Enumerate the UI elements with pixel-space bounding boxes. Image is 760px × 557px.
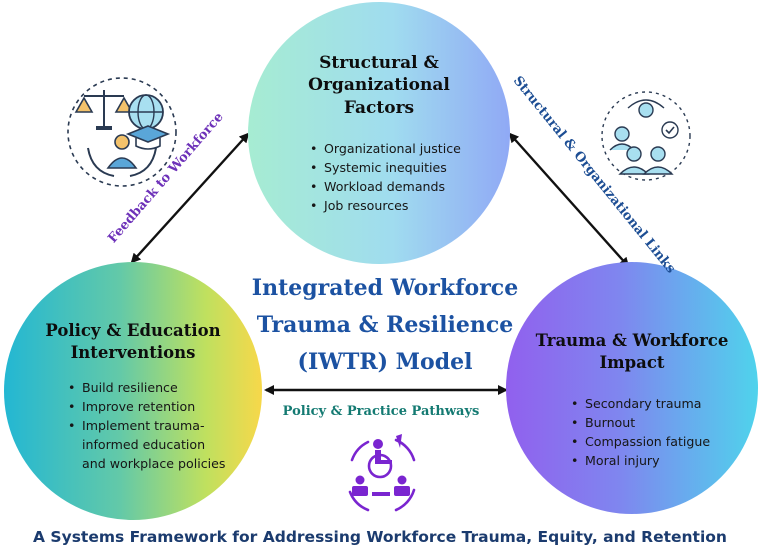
- node-title: Trauma & Workforce Impact: [535, 331, 729, 372]
- list-item: Secondary trauma: [571, 394, 721, 413]
- model-title-line: Integrated Workforce: [251, 275, 519, 301]
- node-bullet-list: Organizational justice Systemic inequiti…: [310, 139, 470, 215]
- model-title-line: (IWTR) Model: [297, 349, 473, 375]
- model-title: Integrated Workforce Trauma & Resilience…: [232, 270, 538, 381]
- list-item: Workload demands: [310, 177, 470, 196]
- list-item: Improve retention: [68, 397, 228, 416]
- list-item: Compassion fatigue: [571, 432, 721, 451]
- list-item: Systemic inequities: [310, 158, 470, 177]
- node-title: Structural & Organizational Factors: [308, 53, 450, 118]
- accessibility-teamwork-icon: [348, 434, 416, 512]
- list-item: Build resilience: [68, 378, 228, 397]
- model-title-line: Trauma & Resilience: [256, 312, 514, 338]
- list-item: Implement trauma-informed education and …: [68, 416, 228, 473]
- list-item: Moral injury: [571, 451, 721, 470]
- team-collaboration-icon: [601, 91, 691, 181]
- arrow-feedback: [130, 132, 250, 264]
- list-item: Job resources: [310, 196, 470, 215]
- node-bullet-list: Secondary trauma Burnout Compassion fati…: [571, 394, 721, 470]
- node-policy-education: Policy & Education Interventions Build r…: [4, 262, 262, 520]
- node-structural-factors: Structural & Organizational Factors Orga…: [248, 2, 510, 264]
- edge-label-pathways: Policy & Practice Pathways: [282, 404, 480, 419]
- justice-education-icon: [67, 77, 177, 187]
- node-title: Policy & Education Interventions: [45, 321, 221, 362]
- list-item: Organizational justice: [310, 139, 470, 158]
- arrow-links: [508, 132, 630, 268]
- node-bullet-list: Build resilience Improve retention Imple…: [68, 378, 228, 473]
- diagram-subtitle: A Systems Framework for Addressing Workf…: [33, 528, 727, 546]
- node-trauma-impact: Trauma & Workforce Impact Secondary trau…: [506, 262, 758, 514]
- list-item: Burnout: [571, 413, 721, 432]
